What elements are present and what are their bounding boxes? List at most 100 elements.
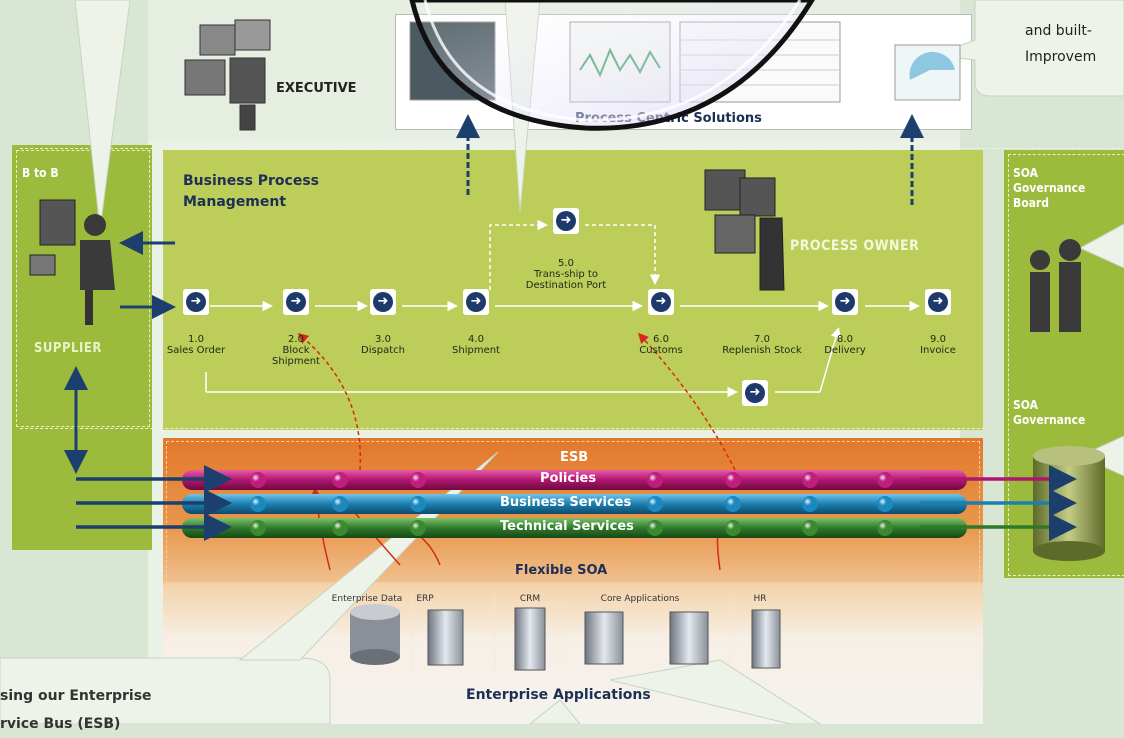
gov-board-figures (1030, 239, 1081, 332)
btob-label: B to B (22, 166, 59, 180)
circle-arrow-icon: ➜ (466, 292, 486, 312)
system-label-core-apps: Core Applications (600, 594, 680, 604)
gov-board-label: SOA Governance Board (1013, 166, 1085, 211)
bpm-title-l2: Management (183, 194, 287, 210)
governance-panel-dashed (1008, 154, 1124, 576)
step-icon-4[interactable]: ➜ (463, 289, 489, 315)
step-name: Customs (639, 345, 683, 356)
step-icon-3[interactable]: ➜ (370, 289, 396, 315)
step-num: 5.0 (558, 258, 574, 269)
step-num: 8.0 (837, 334, 853, 345)
step-num: 4.0 (468, 334, 484, 345)
pipe-business (182, 494, 967, 514)
step-num: 1.0 (188, 334, 204, 345)
process-owner-figures (704, 169, 785, 291)
callout-top-right-l2: Improvem (1025, 49, 1097, 65)
pipe-technical (182, 518, 967, 538)
executive-monitors (184, 19, 271, 131)
step-num: 6.0 (653, 334, 669, 345)
gov-board-l2: Governance (1013, 181, 1086, 195)
enterprise-data-db (350, 604, 400, 665)
circle-arrow-icon: ➜ (186, 292, 206, 312)
hr-server (751, 609, 781, 669)
magnifier-lens (409, 0, 815, 131)
callout-top-right: and built- Improvem (1025, 18, 1096, 70)
erp-server (427, 609, 464, 666)
step-name: Delivery (824, 345, 866, 356)
step-num: 7.0 (754, 334, 770, 345)
step-name: Sales Order (166, 345, 226, 356)
gov-l2: Governance (1013, 413, 1086, 427)
circle-arrow-icon: ➜ (556, 211, 576, 231)
business-services-label: Business Services (500, 495, 632, 510)
step-icon-1[interactable]: ➜ (183, 289, 209, 315)
executive-label: EXECUTIVE (276, 81, 357, 96)
supplier-panel (12, 145, 152, 550)
step-name: Trans-ship to Destination Port (525, 269, 607, 291)
callout-bottom-left-l1: sing our Enterprise (0, 688, 152, 704)
system-label-enterprise-data: Enterprise Data (331, 594, 403, 604)
step-icon-7[interactable]: ➜ (742, 380, 768, 406)
callout-pointer-bottom-b (609, 659, 821, 724)
supplier-label: SUPPLIER (34, 341, 102, 356)
bpm-dashed-top (20, 148, 1120, 149)
step-icon-8[interactable]: ➜ (832, 289, 858, 315)
supplier-figure (29, 199, 115, 325)
callout-bottom-left: sing our Enterprise rvice Bus (ESB) (0, 682, 152, 738)
step-num: 9.0 (930, 334, 946, 345)
callout-pointer-gov-board (1078, 223, 1124, 269)
system-label-hr: HR (753, 594, 767, 604)
step-icon-9[interactable]: ➜ (925, 289, 951, 315)
bpm-title: Business Process Management (183, 171, 319, 213)
gov-label: SOA Governance (1013, 398, 1085, 428)
esb-dashed (166, 441, 980, 583)
crm-server (514, 607, 546, 671)
supplier-panel-dashed (16, 150, 150, 427)
step-icon-6[interactable]: ➜ (648, 289, 674, 315)
bpm-dashed-bottom (20, 428, 985, 429)
step-name: Replenish Stock (722, 345, 802, 356)
process-owner-label: PROCESS OWNER (790, 238, 920, 254)
step-name: Block Shipment (272, 345, 320, 367)
step-icon-2[interactable]: ➜ (283, 289, 309, 315)
callout-pointer-bottom-a (529, 699, 581, 724)
step-num: 2.0 (288, 334, 304, 345)
circle-arrow-icon: ➜ (286, 292, 306, 312)
flexible-soa-label: Flexible SOA (515, 563, 608, 578)
system-label-crm: CRM (519, 594, 541, 604)
technical-services-label: Technical Services (500, 519, 634, 534)
core-server-1 (584, 611, 624, 665)
gov-l1: SOA (1013, 398, 1038, 412)
step-name: Invoice (920, 345, 956, 356)
step-num: 3.0 (375, 334, 391, 345)
step-name: Shipment (452, 345, 500, 356)
system-label-erp: ERP (416, 594, 434, 604)
circle-arrow-icon: ➜ (651, 292, 671, 312)
gov-board-l3: Board (1013, 196, 1049, 210)
pipe-policies (182, 470, 967, 490)
policies-label: Policies (540, 471, 597, 486)
callout-top-right-l1: and built- (1025, 23, 1092, 39)
step-icon-5[interactable]: ➜ (553, 208, 579, 234)
circle-arrow-icon: ➜ (835, 292, 855, 312)
bpm-title-l1: Business Process (183, 173, 320, 189)
core-server-2 (669, 611, 709, 665)
callout-pointer-top-left (74, 0, 131, 231)
app-devices (350, 604, 781, 671)
callout-bottom-left-l2: rvice Bus (ESB) (0, 716, 121, 732)
circle-arrow-icon: ➜ (373, 292, 393, 312)
esb-label: ESB (560, 450, 589, 465)
pipe-balls (250, 472, 893, 536)
gov-board-l1: SOA (1013, 166, 1038, 180)
enterprise-apps-label: Enterprise Applications (466, 687, 651, 703)
